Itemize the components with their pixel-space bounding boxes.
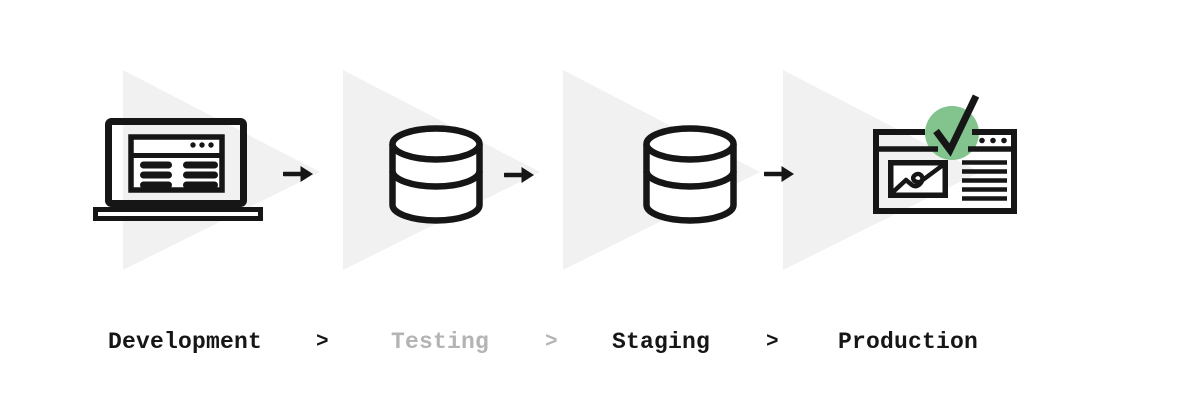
browser-text-lines: [962, 160, 1007, 201]
laptop-base: [93, 207, 263, 221]
stage-label-development: Development: [108, 329, 263, 355]
browser-toolbar-dots: [979, 137, 1007, 144]
database-body: [389, 144, 483, 224]
database-icon: [386, 124, 486, 226]
chevron-separator: >: [545, 331, 558, 354]
database-body: [643, 144, 737, 224]
chevron-separator: >: [766, 331, 779, 354]
database-middle-ring: [389, 170, 483, 190]
database-middle-ring: [643, 170, 737, 190]
laptop-icon: [93, 116, 263, 222]
arrow-right-icon: [281, 163, 315, 185]
stage-label-testing: Testing: [391, 329, 490, 355]
laptop-window-dots: [190, 142, 214, 148]
stage-label-staging: Staging: [612, 329, 711, 355]
database-top-ring: [643, 125, 737, 163]
arrow-right-icon: [762, 163, 796, 185]
laptop-screen: [105, 118, 247, 207]
chevron-separator: >: [316, 331, 329, 354]
database-icon: [640, 124, 740, 226]
laptop-content-bars: [140, 161, 218, 189]
stage-label-production: Production: [838, 329, 979, 355]
database-top-ring: [389, 125, 483, 163]
image-scribble: [891, 163, 945, 194]
browser-frame: [873, 129, 1017, 214]
check-icon: [933, 94, 980, 157]
browser-checkmark-icon: [870, 88, 1020, 216]
arrow-right-icon: [502, 164, 536, 186]
